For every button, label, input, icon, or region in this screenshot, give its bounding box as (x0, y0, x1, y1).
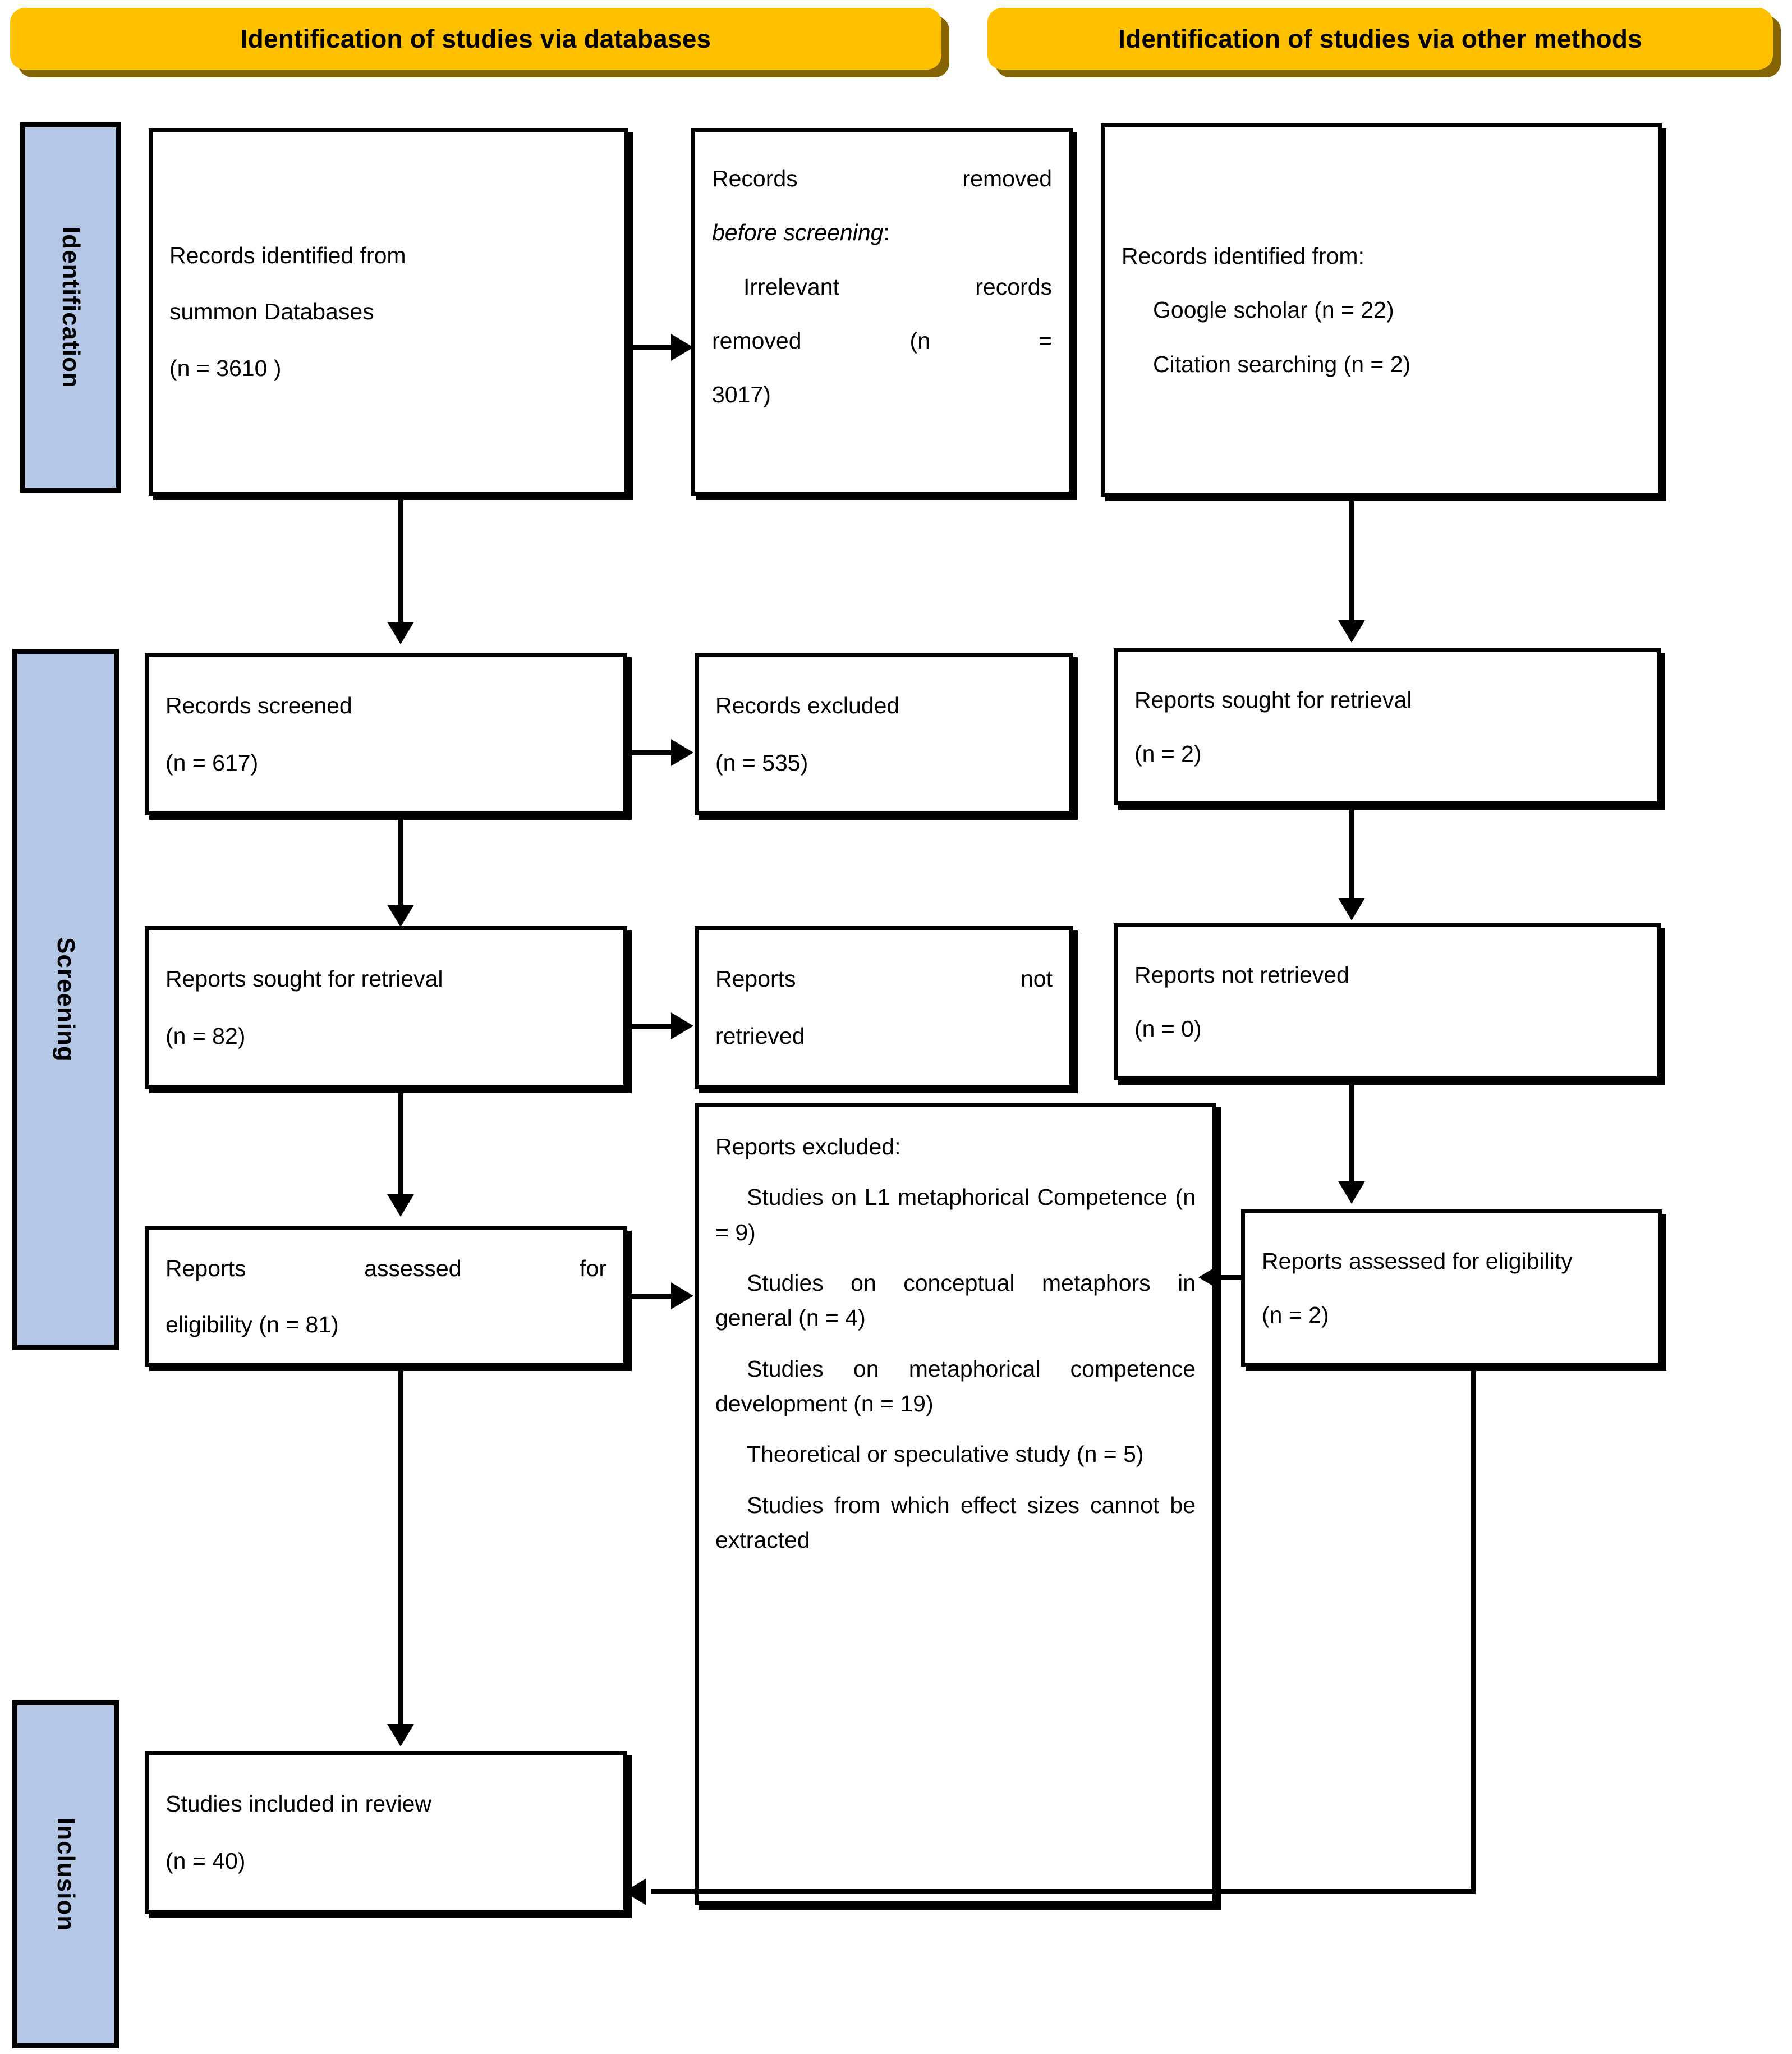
connector-not-retrieved-other-to-assessed-other (1349, 1084, 1354, 1185)
stage-label-screening: Screening (12, 649, 119, 1350)
header-banner-databases-label: Identification of studies via databases (240, 24, 711, 53)
studies-included-line2: (n = 40) (166, 1848, 246, 1874)
reports-sought-line1: Reports sought for retrieval (166, 965, 443, 992)
records-removed-line3: Irrelevant records (743, 273, 1052, 300)
stage-label-identification: Identification (20, 122, 121, 493)
box-studies-included: Studies included in review (n = 40) (145, 1751, 627, 1914)
arrow-screened-to-excluded (671, 739, 693, 766)
arrow-other-identified-to-sought (1338, 620, 1365, 643)
records-excluded-line2: (n = 535) (715, 750, 808, 776)
connector-assessed-other-elbow-vertical (1471, 1365, 1476, 1892)
stage-label-identification-text: Identification (57, 227, 85, 388)
records-removed-colon: : (883, 219, 890, 246)
arrow-identified-to-removed (671, 334, 693, 361)
box-records-identified-other: Records identified from: Google scholar … (1101, 123, 1662, 497)
arrow-screened-to-sought (387, 905, 414, 927)
records-removed-italic: before screening (712, 219, 884, 246)
reports-not-retrieved-other-line2: (n = 0) (1134, 1016, 1202, 1042)
connector-assessed-to-excluded (632, 1294, 672, 1299)
records-removed-line1: Records removed (712, 166, 1052, 191)
arrow-assessed-other-to-excluded (1198, 1264, 1221, 1291)
arrow-assessed-to-excluded (671, 1282, 693, 1309)
arrow-sought-to-not-retrieved (671, 1012, 693, 1039)
reports-excluded-reason-2: Studies on conceptual metaphors in gener… (715, 1269, 1196, 1331)
arrow-assessed-to-included (387, 1724, 414, 1746)
arrow-other-to-included (624, 1878, 646, 1905)
reports-sought-other-line2: (n = 2) (1134, 741, 1202, 767)
connector-assessed-other-elbow-horizontal (651, 1889, 1476, 1894)
records-screened-line2: (n = 617) (166, 750, 259, 776)
reports-assessed-other-line1: Reports assessed for eligibility (1262, 1248, 1573, 1274)
box-reports-not-retrieved-db: Reports not retrieved (695, 926, 1073, 1089)
reports-sought-other-line1: Reports sought for retrieval (1134, 686, 1412, 713)
reports-assessed-line2: eligibility (n = 81) (166, 1312, 339, 1337)
reports-excluded-heading: Reports excluded: (715, 1134, 901, 1159)
connector-screened-to-sought (398, 819, 403, 909)
box-reports-assessed: Reports assessed for eligibility (n = 81… (145, 1226, 627, 1367)
arrow-not-retrieved-other-to-assessed-other (1338, 1181, 1365, 1204)
box-reports-not-retrieved-other: Reports not retrieved (n = 0) (1114, 923, 1661, 1080)
box-reports-sought: Reports sought for retrieval (n = 82) (145, 926, 627, 1089)
box-records-excluded: Records excluded (n = 535) (695, 653, 1073, 815)
connector-sought-other-to-not-retrieved (1349, 809, 1354, 902)
box-reports-assessed-other: Reports assessed for eligibility (n = 2) (1241, 1209, 1662, 1367)
stage-label-screening-text: Screening (52, 937, 80, 1062)
reports-not-retrieved-db-line1: Reports not (715, 965, 1053, 992)
connector-sought-to-assessed (398, 1092, 403, 1199)
records-removed-line4: removed (n = (712, 327, 1052, 354)
arrow-identified-to-screened (387, 622, 414, 644)
reports-assessed-line1: Reports assessed for (166, 1255, 606, 1281)
connector-screened-to-excluded (632, 750, 672, 755)
connector-identified-to-removed (633, 345, 672, 350)
stage-label-inclusion: Inclusion (12, 1700, 119, 2048)
records-identified-other-line1: Records identified from: (1122, 243, 1364, 269)
records-excluded-line1: Records excluded (715, 692, 900, 718)
header-banner-databases: Identification of studies via databases (10, 8, 941, 70)
studies-included-line1: Studies included in review (166, 1790, 432, 1817)
box-reports-excluded-detail: Reports excluded: Studies on L1 metaphor… (695, 1103, 1216, 1905)
box-records-removed: Records removed before screening: Irrele… (691, 128, 1073, 496)
header-banner-other-methods-label: Identification of studies via other meth… (1118, 24, 1642, 53)
connector-other-identified-to-sought (1349, 501, 1354, 627)
reports-excluded-reason-5: Studies from which effect sizes cannot b… (715, 1492, 1196, 1553)
records-screened-line1: Records screened (166, 692, 352, 718)
header-banner-other-methods: Identification of studies via other meth… (987, 8, 1773, 70)
arrow-sought-to-assessed (387, 1194, 414, 1217)
connector-assessed-other-to-excluded (1219, 1275, 1243, 1280)
records-removed-line2: before screening: (712, 215, 1052, 250)
reports-excluded-reason-4: Theoretical or speculative study (n = 5) (747, 1441, 1144, 1468)
records-identified-line1: Records identified from (169, 242, 406, 269)
connector-identified-to-screened (398, 499, 403, 629)
box-reports-sought-other: Reports sought for retrieval (n = 2) (1114, 648, 1661, 805)
box-records-screened: Records screened (n = 617) (145, 653, 627, 815)
records-identified-line2: summon Databases (169, 299, 374, 325)
reports-not-retrieved-db-line2: retrieved (715, 1023, 805, 1049)
reports-excluded-reason-3: Studies on metaphorical competence devel… (715, 1355, 1196, 1416)
box-records-identified: Records identified from summon Databases… (149, 128, 628, 496)
records-removed-line5: 3017) (712, 382, 771, 408)
reports-sought-line2: (n = 82) (166, 1023, 246, 1049)
stage-label-inclusion-text: Inclusion (52, 1817, 80, 1932)
records-identified-other-line3: Citation searching (n = 2) (1153, 351, 1411, 377)
arrow-sought-other-to-not-retrieved (1338, 898, 1365, 920)
records-identified-other-line2: Google scholar (n = 22) (1153, 297, 1394, 323)
connector-assessed-to-included (398, 1370, 403, 1730)
reports-excluded-reason-1: Studies on L1 metaphorical Competence (n… (715, 1184, 1196, 1245)
records-identified-line3: (n = 3610 ) (169, 355, 282, 381)
reports-not-retrieved-other-line1: Reports not retrieved (1134, 961, 1349, 988)
connector-sought-to-not-retrieved (632, 1024, 672, 1029)
reports-assessed-other-line2: (n = 2) (1262, 1302, 1329, 1328)
